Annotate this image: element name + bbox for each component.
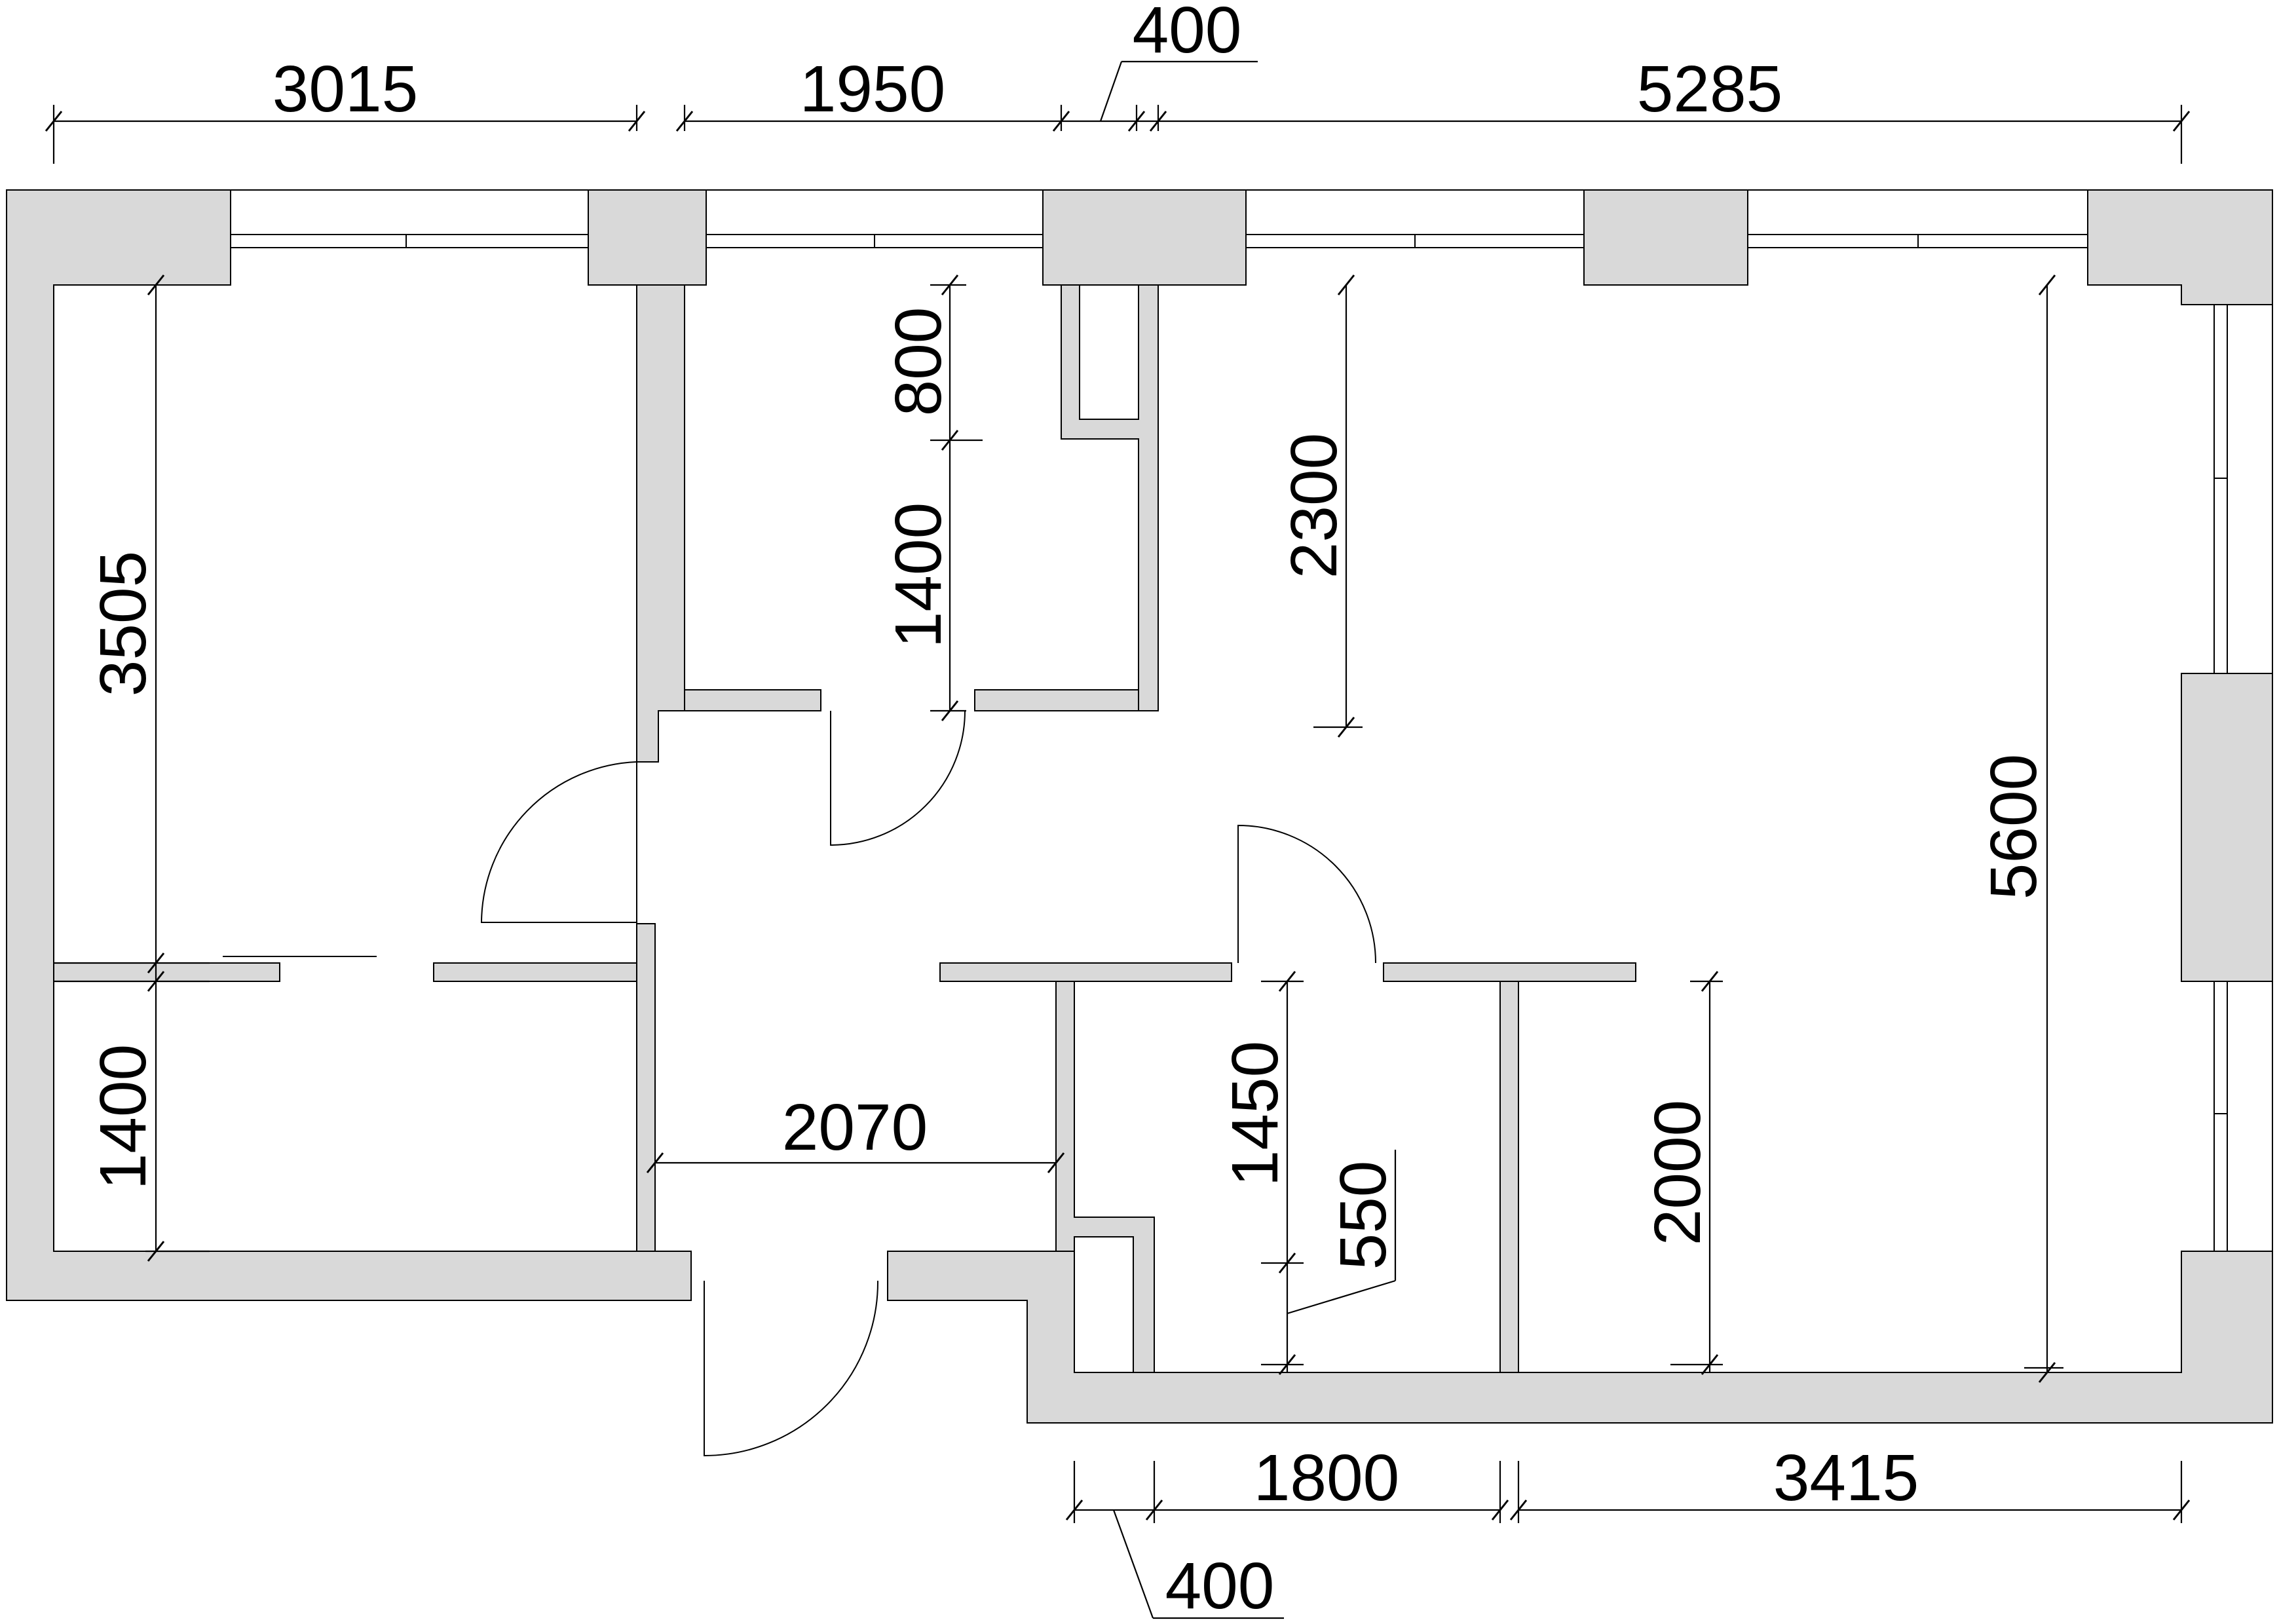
wall-right-middle <box>2181 673 2273 982</box>
wall-corridor-top-left <box>939 962 1232 982</box>
wall-pillar-1 <box>588 189 707 286</box>
dim-label-top-2: 1950 <box>800 52 945 126</box>
door-bath <box>830 710 966 846</box>
wall-bath-bottom-right <box>974 689 1159 711</box>
wall-bath-right <box>1061 284 1159 711</box>
dim-label-closet-offset: 550 <box>1327 1161 1400 1270</box>
wall-pillar-3 <box>1583 189 1748 286</box>
wall-interior-left-lower <box>636 923 656 1252</box>
dim-label-top-4: 5285 <box>1637 52 1782 126</box>
window-1 <box>230 234 589 248</box>
dim-label-closet: 1450 <box>1218 1041 1292 1186</box>
walls <box>6 189 2273 1424</box>
door-entrance <box>704 1280 879 1457</box>
dim-bottom-400-leader <box>1112 1509 1154 1619</box>
window-5 <box>2213 304 2228 674</box>
dim-label-living-depth: 2300 <box>1277 433 1351 578</box>
dim-label-room-height: 2000 <box>1641 1100 1714 1245</box>
wall-interior-left-vertical <box>636 284 685 763</box>
doors <box>480 710 1376 1457</box>
door-left-room-arc <box>480 761 637 923</box>
wall-left-outer <box>6 189 692 1301</box>
wall-room-vertical <box>1499 981 1519 1373</box>
dim-label-bath-upper: 800 <box>882 307 955 417</box>
window-6 <box>2213 981 2228 1252</box>
dim-label-left-room: 3505 <box>86 551 160 696</box>
dim-label-top-3: 400 <box>1133 0 1242 67</box>
wall-left-partition-a <box>53 962 280 982</box>
dim-top-400-leader <box>1099 61 1123 122</box>
wall-bottom-right <box>887 1251 2273 1424</box>
dim-closet-550-leader <box>1287 1279 1396 1315</box>
wall-left-partition-b <box>433 962 637 982</box>
dimension-labels: 3015 1950 400 5285 1800 3415 400 3505 14… <box>86 0 2050 1623</box>
dim-label-bottom-2: 3415 <box>1773 1441 1919 1515</box>
window-mullions <box>231 189 2273 1251</box>
dim-label-top-1: 3015 <box>273 52 418 126</box>
dim-label-left-lower: 1400 <box>86 1044 160 1190</box>
wall-corridor-top-right <box>1383 962 1636 982</box>
dimension-lines <box>45 60 2191 1619</box>
dim-label-corridor: 2070 <box>782 1091 928 1164</box>
dim-label-living-total: 5600 <box>1977 754 2050 899</box>
dim-top-ticks <box>45 105 2191 164</box>
wall-bath-bottom-left <box>684 689 821 711</box>
wall-pillar-2 <box>1042 189 1247 286</box>
dim-bottom-ticks <box>1065 1461 2191 1523</box>
wall-top-right-corner <box>2087 189 2273 305</box>
dim-label-bottom-3: 400 <box>1165 1549 1275 1623</box>
dim-label-bottom-1: 1800 <box>1254 1441 1399 1515</box>
wall-closet-vertical <box>1055 981 1155 1373</box>
dim-label-bath-lower: 1400 <box>882 502 955 648</box>
door-corridor <box>1237 824 1376 964</box>
